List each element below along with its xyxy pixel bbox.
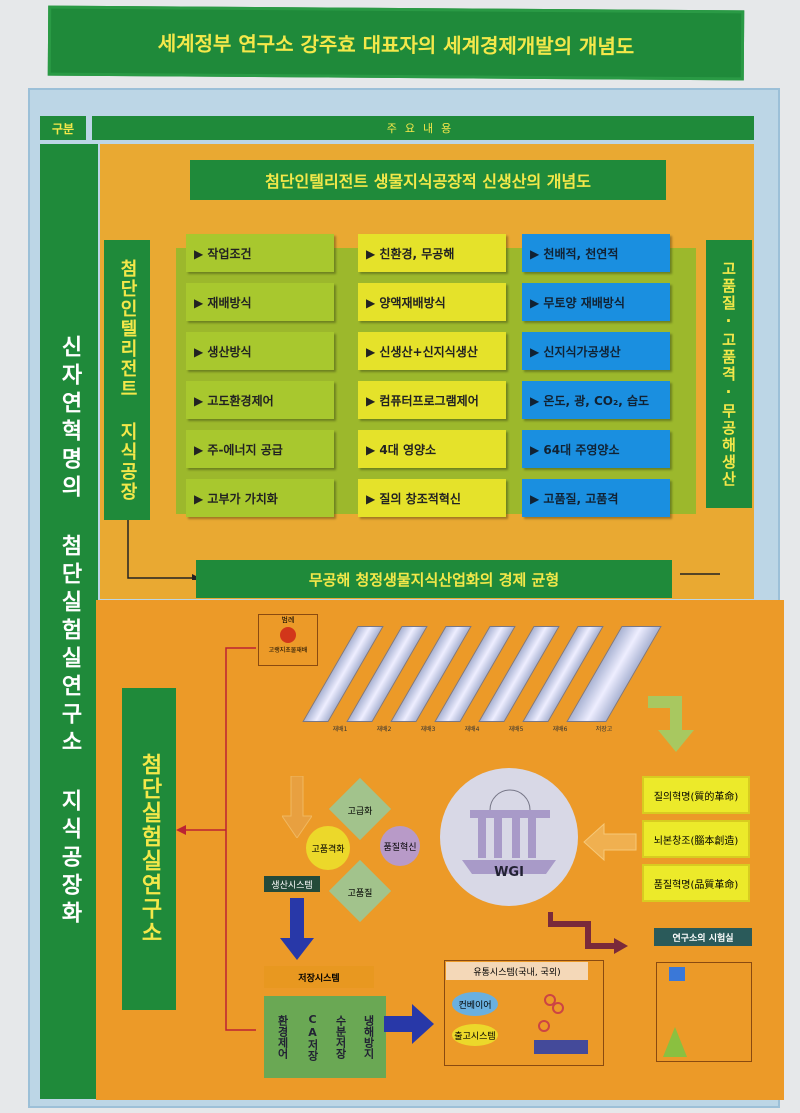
concept-cell: ▶ 친환경, 무공해 [358,234,506,272]
conveyor-icon [534,994,588,1054]
concept-cell: ▶ 신생산+신지식생산 [358,332,506,370]
concept-cell: ▶ 4대 영양소 [358,430,506,468]
revolution-2: 뇌본창조(腦本創造) [642,820,750,858]
legend-text: 고랭지초물재배 [268,647,308,654]
concept-cell: ▶ 신지식가공생산 [522,332,670,370]
left-arrow [583,822,637,862]
tube-label: 재배5 [508,726,524,733]
tube-label: 재배4 [464,726,480,733]
concept-cell: ▶ 고품질, 고품격 [522,479,670,517]
concept-cell: ▶ 주-에너지 공급 [186,430,334,468]
upper-subtitle: 첨단인텔리전트 생물지식공장적 신생산의 개념도 [190,160,666,200]
down-arrow-orange [282,776,312,838]
tube-label: 재배2 [376,726,392,733]
legend-title: 범례 [281,616,295,624]
category-header: 구분 [40,116,86,140]
page-title: 세계정부 연구소 강주효 대표자의 세계경제개발의 개념도 [47,5,745,81]
concept-cell: ▶ 온도, 광, CO₂, 습도 [522,381,670,419]
tube-label: 재배1 [332,726,348,733]
right-vertical-box: 고품질·고품격·무공해생산 [706,240,752,508]
distribution-box [444,960,604,1066]
production-system: 생산시스템 [264,876,320,892]
distribution-item: 컨베이어 [452,992,498,1016]
computer-icon [669,967,685,981]
economy-banner: 무공해 청정생물지식산업화의 경제 균형 [196,560,672,598]
concept-cell: ▶ 고부가 가치화 [186,479,334,517]
concept-cell: ▶ 질의 창조적혁신 [358,479,506,517]
distribution-item: 출고시스템 [452,1024,498,1046]
concept-cell: ▶ 천배적, 천연적 [522,234,670,272]
concept-cell: ▶ 컴퓨터프로그램제어 [358,381,506,419]
circle-premium: 고품격화 [306,826,350,870]
zigzag-arrow [548,912,628,954]
wgi-emblem: WGI [440,768,578,906]
left-bar: 신자연혁명의 첨단실험실연구소 지식공장화 [40,144,98,1099]
circle-innovation: 품질혁신 [380,826,420,866]
concept-cell: ▶ 재배방식 [186,283,334,321]
wgi-label: WGI [494,865,524,880]
storage-system: 저장시스템 [264,966,374,988]
down-arrow-green [648,696,694,752]
concept-cell: ▶ 양액재배방식 [358,283,506,321]
concept-cell: ▶ 작업조건 [186,234,334,272]
flask-icon [663,1027,687,1057]
building-icon [462,789,556,874]
tube-label: 재배3 [420,726,436,733]
lab-connector [176,647,256,1031]
legend: 범례 고랭지초물재배 [258,614,318,666]
concept-cell: ▶ 64대 주영양소 [522,430,670,468]
diamond-label-4: 고품질 [347,889,373,899]
storage-item: 냉해방지 [350,996,386,1078]
revolution-3: 품질혁명(品質革命) [642,864,750,902]
concept-cell: ▶ 무토양 재배방식 [522,283,670,321]
left-vertical-box: 첨단인텔리전트 지식공장 [104,240,150,520]
concept-cell: ▶ 생산방식 [186,332,334,370]
down-arrow-blue [280,898,314,960]
revolution-1: 질의혁명(質的革命) [642,776,750,814]
legend-icon [280,627,296,643]
lab-vertical-box: 첨단실험실연구소 [122,688,176,1010]
lab-title: 연구소의 시험실 [654,928,752,946]
tube-label: 저장고 [595,726,613,733]
content-header: 주요내용 [92,116,754,140]
concept-cell: ▶ 고도환경제어 [186,381,334,419]
lab-box [656,962,752,1062]
diamond-label-1: 고급화 [347,807,373,817]
right-arrow-blue [384,1004,434,1044]
tube-label: 재배6 [552,726,568,733]
distribution-title: 유통시스템(국내, 국외) [446,962,588,980]
